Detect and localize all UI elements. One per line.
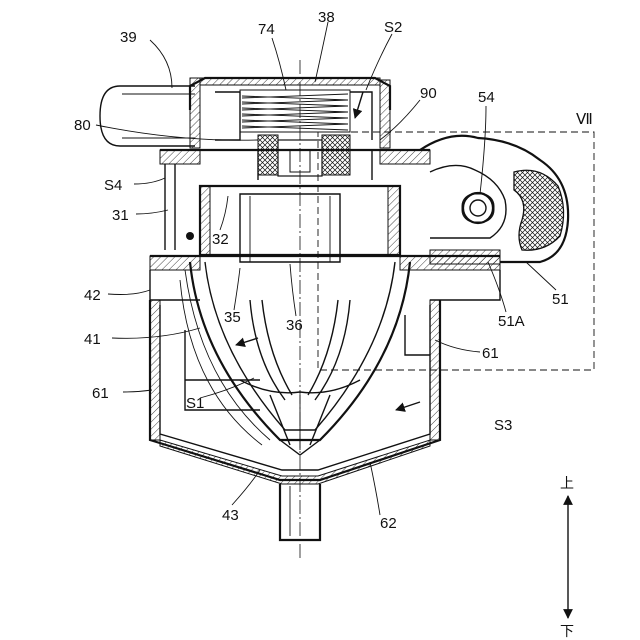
label-s1: S1	[186, 395, 204, 412]
label-51a: 51A	[498, 313, 525, 330]
coil-spring	[215, 90, 372, 140]
label-up: 上	[560, 476, 574, 492]
top-cover	[190, 78, 390, 148]
label-31: 31	[112, 207, 129, 224]
inlet-pipe	[100, 86, 195, 146]
label-43: 43	[222, 507, 239, 524]
label-41: 41	[84, 331, 101, 348]
label-80: 80	[74, 117, 91, 134]
label-90: 90	[420, 85, 437, 102]
label-61-right: 61	[482, 345, 499, 362]
label-32: 32	[212, 231, 229, 248]
label-74: 74	[258, 21, 275, 38]
label-39: 39	[120, 29, 137, 46]
label-s4: S4	[104, 177, 122, 194]
label-35: 35	[224, 309, 241, 326]
label-51: 51	[552, 291, 569, 308]
label-s2: S2	[384, 19, 402, 36]
cyclone-cone	[180, 262, 410, 455]
label-42: 42	[84, 287, 101, 304]
label-vii: Ⅶ	[576, 111, 593, 128]
label-36: 36	[286, 317, 303, 334]
label-s3: S3	[494, 417, 512, 434]
valve-block	[210, 135, 372, 180]
label-38: 38	[318, 9, 335, 26]
label-down: 下	[560, 624, 574, 640]
label-54: 54	[478, 89, 495, 106]
label-62: 62	[380, 515, 397, 532]
outlet-fitting	[420, 136, 568, 264]
cyclone-body	[186, 186, 400, 262]
label-61-left: 61	[92, 385, 109, 402]
